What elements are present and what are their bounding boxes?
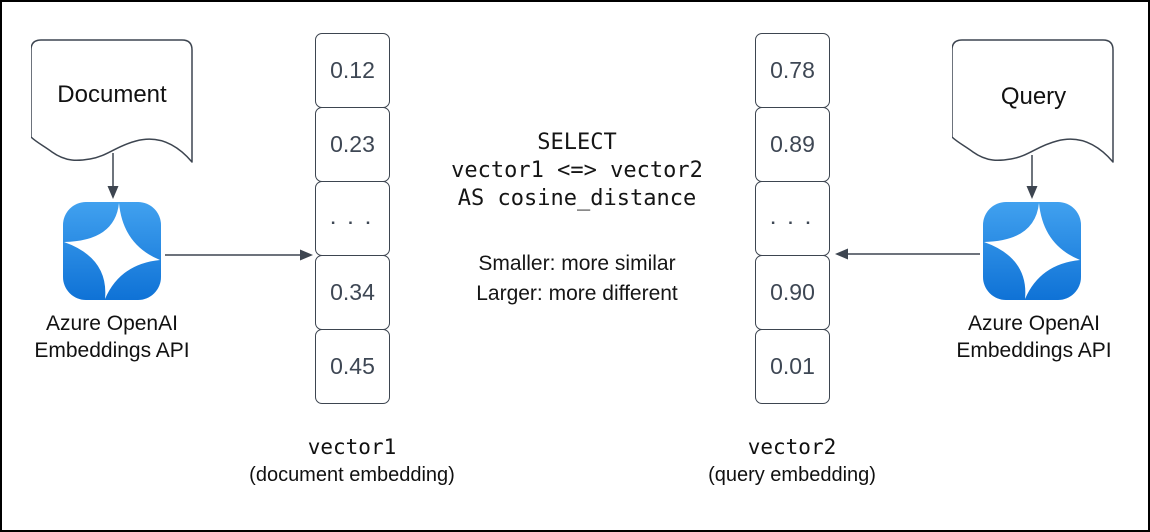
api-label-line2: Embeddings API [956, 339, 1112, 362]
similarity-notes: Smaller: more similar Larger: more diffe… [417, 249, 737, 309]
vector2-name: vector2 [747, 435, 837, 459]
vector-cell: 0.34 [315, 255, 390, 330]
query-shape-label: Query [1000, 83, 1067, 110]
vector1-column: 0.12 0.23 . . . 0.34 0.45 [315, 33, 390, 404]
vector-cell: 0.45 [315, 329, 390, 404]
arrow-api-to-vector2 [835, 248, 980, 260]
vector-cell: 0.78 [755, 33, 830, 108]
vector2-subtitle: (query embedding) [708, 464, 876, 486]
api-label: Azure OpenAI Embeddings API [934, 310, 1134, 364]
arrowhead-icon [107, 186, 119, 199]
document-shape [31, 39, 193, 163]
arrowhead-icon [1026, 186, 1038, 199]
vector-cell: 0.23 [315, 107, 390, 182]
api-label-line1: Azure OpenAI [968, 312, 1100, 335]
vector1-name: vector1 [307, 435, 397, 459]
vector2-caption: vector2 (query embedding) [667, 433, 917, 489]
vector-cell: 0.90 [755, 255, 830, 330]
vector-cell-ellipsis: . . . [315, 181, 390, 256]
arrow-api-to-vector1 [165, 249, 313, 261]
api-label-line2: Embeddings API [34, 339, 190, 362]
cosine-distance-explanation: SELECT vector1 <=> vector2 AS cosine_dis… [417, 129, 737, 309]
vector1-subtitle: (document embedding) [249, 464, 455, 486]
vector1-caption: vector1 (document embedding) [227, 433, 477, 489]
note-smaller: Smaller: more similar [478, 252, 676, 275]
vector-cell: 0.12 [315, 33, 390, 108]
vector-cell: 0.89 [755, 107, 830, 182]
sql-select-line: SELECT [537, 130, 617, 155]
vector-cell-ellipsis: . . . [755, 181, 830, 256]
note-larger: Larger: more different [476, 282, 678, 305]
api-label: Azure OpenAI Embeddings API [12, 310, 212, 364]
document-shape-label: Document [57, 81, 167, 108]
vector-cell: 0.01 [755, 329, 830, 404]
azure-openai-icon [63, 202, 161, 300]
arrowhead-icon [835, 248, 848, 260]
api-label-line1: Azure OpenAI [46, 312, 178, 335]
query-shape [952, 39, 1114, 163]
azure-openai-icon [983, 202, 1081, 300]
sql-alias-line: AS cosine_distance [457, 186, 697, 211]
arrowhead-icon [300, 249, 313, 261]
vector2-column: 0.78 0.89 . . . 0.90 0.01 [755, 33, 830, 404]
sql-operator-line: vector1 <=> vector2 [451, 158, 703, 183]
